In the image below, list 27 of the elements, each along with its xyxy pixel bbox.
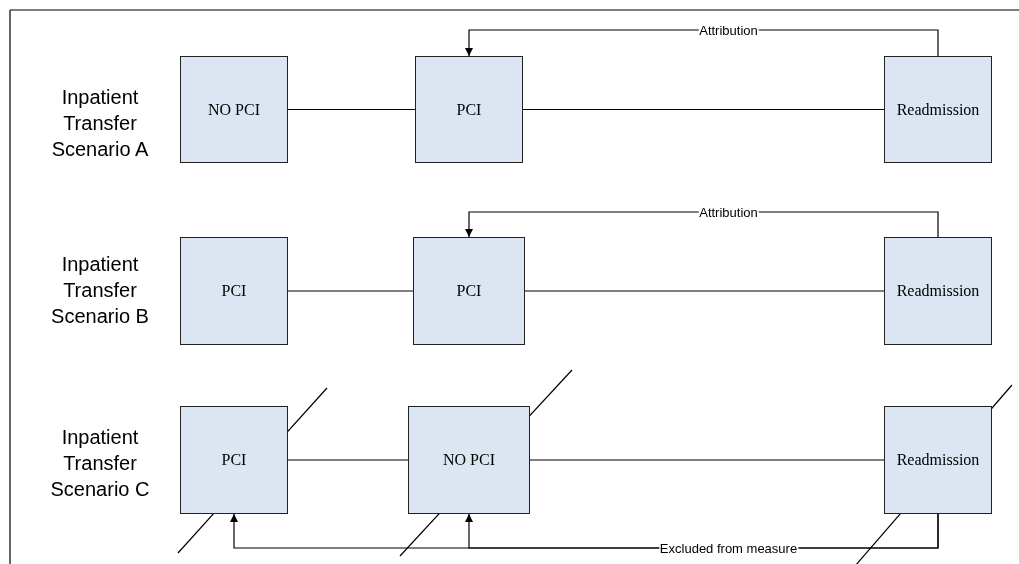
- process-box: [180, 406, 288, 514]
- connector-line: [287, 290, 414, 292]
- box-label: PCI: [456, 282, 482, 300]
- box-label: NO PCI: [208, 100, 260, 119]
- process-box: [180, 237, 288, 345]
- box-label: PCI: [456, 100, 482, 119]
- process-box: [884, 237, 992, 345]
- box-label: PCI: [221, 282, 247, 300]
- process-box: [408, 406, 530, 514]
- box-label: NO PCI: [443, 451, 495, 469]
- scenario-label: Inpatient Transfer Scenario A: [50, 85, 150, 162]
- process-box: [415, 56, 523, 163]
- box-label: Readmission: [896, 100, 980, 119]
- connector-line: [524, 290, 885, 292]
- box-label: PCI: [221, 451, 247, 469]
- connector-line: [287, 108, 416, 111]
- process-box: [180, 56, 288, 163]
- connector-line: [529, 459, 885, 461]
- scenario-label: Inpatient Transfer Scenario C: [49, 425, 151, 502]
- process-box: [884, 56, 992, 163]
- scenario-label: Inpatient Transfer Scenario B: [50, 252, 150, 329]
- box-label: Readmission: [896, 282, 980, 300]
- connector-line: [287, 459, 409, 461]
- box-label: Readmission: [896, 451, 980, 469]
- process-box: [884, 406, 992, 514]
- process-box: [413, 237, 525, 345]
- connector-line: [522, 108, 885, 111]
